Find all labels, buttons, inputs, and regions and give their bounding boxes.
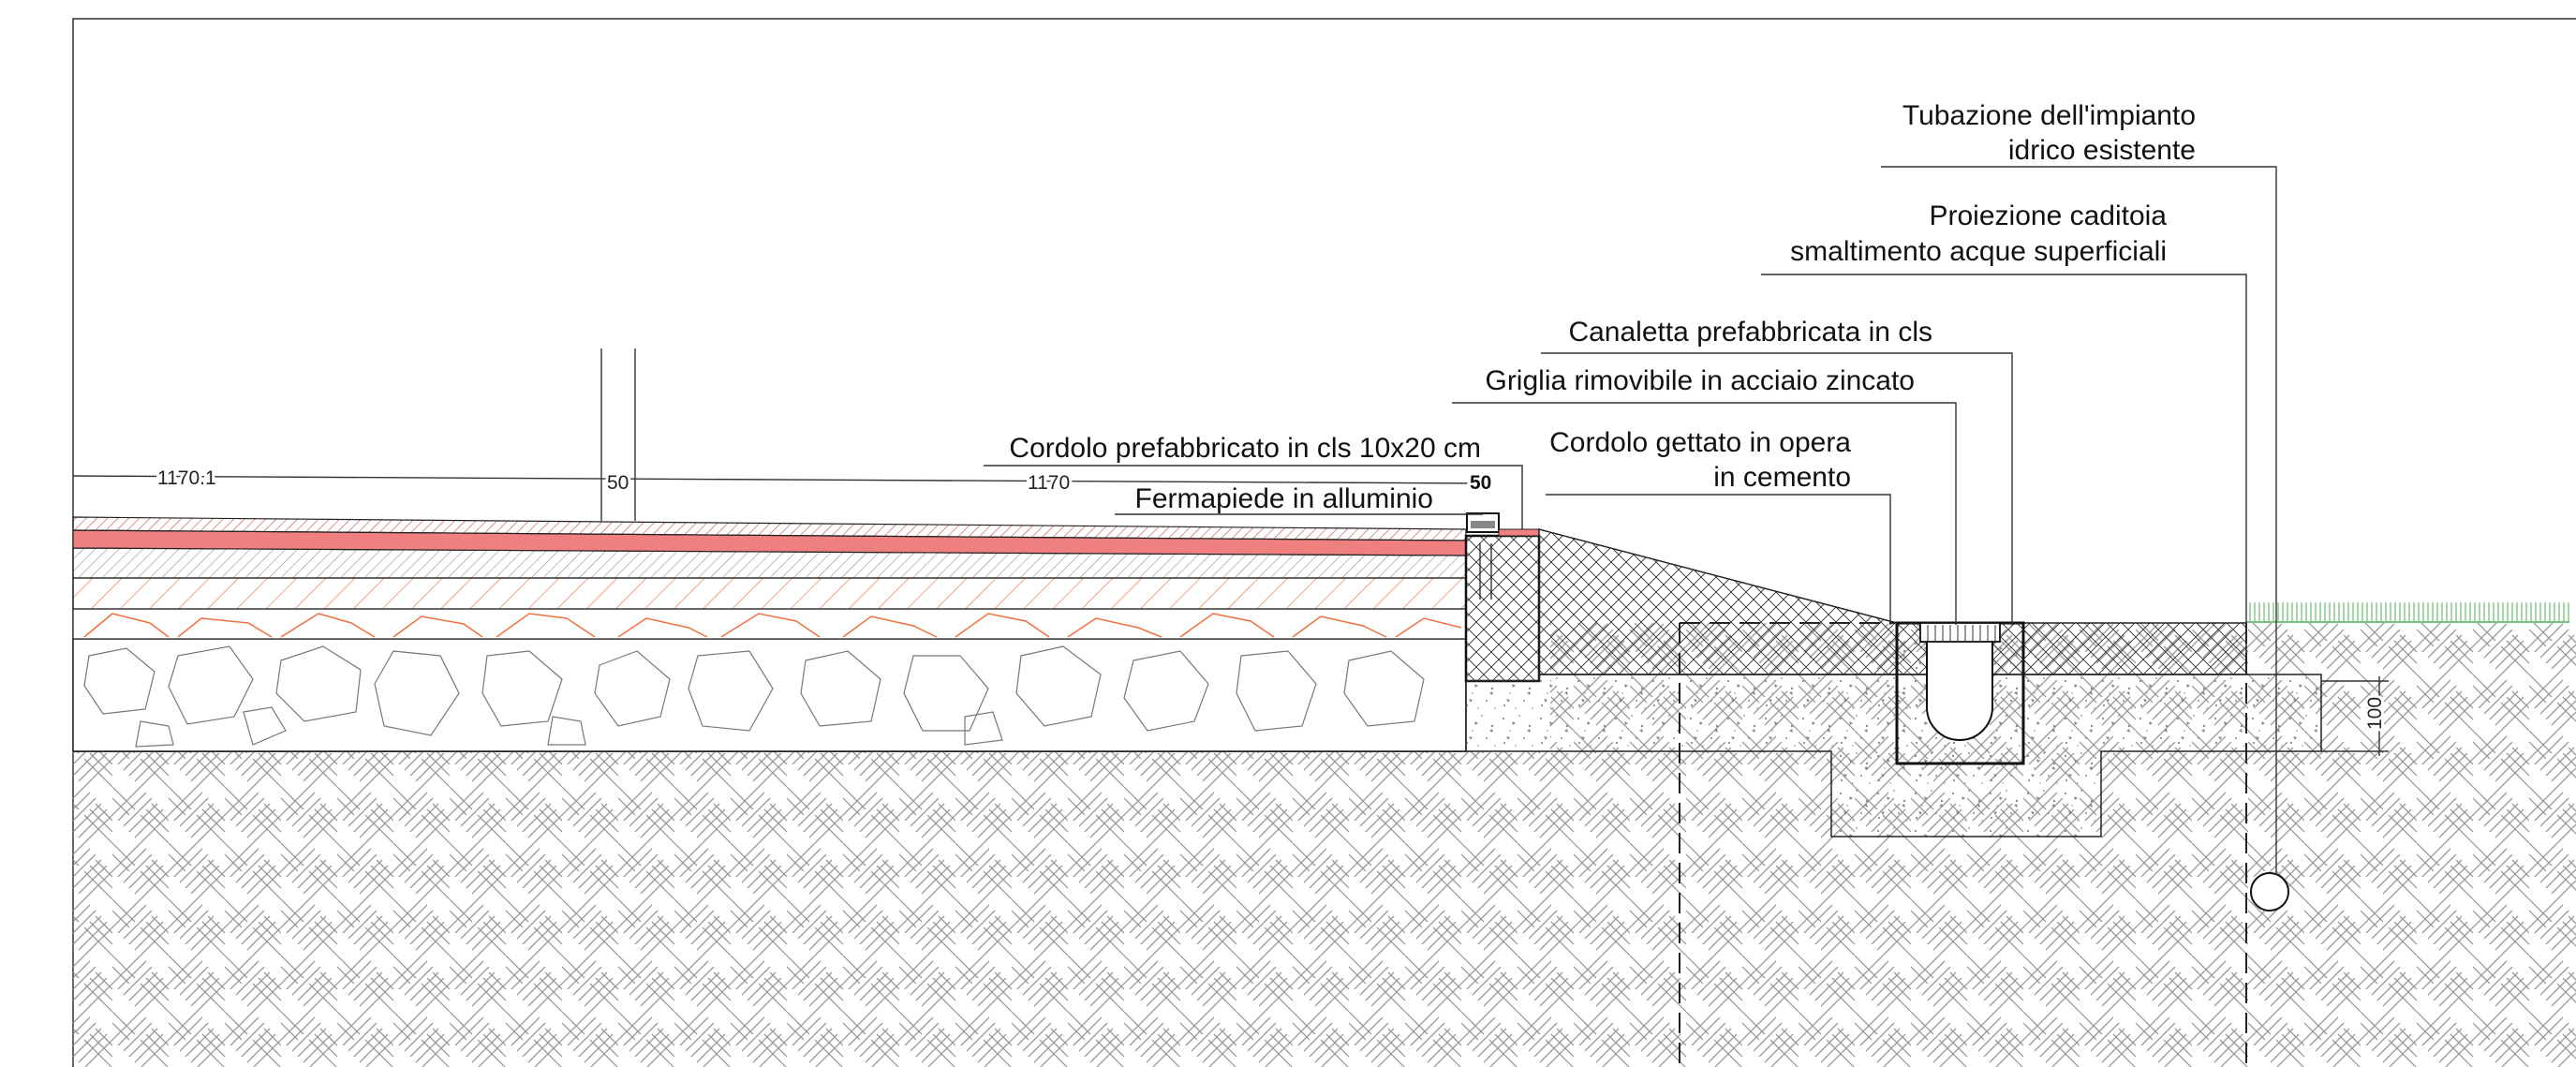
dim-100: 100 bbox=[2364, 697, 2386, 730]
label-proiezione-line2: smaltimento acque superficiali bbox=[1790, 236, 2167, 267]
stone-aggregate bbox=[83, 645, 1425, 748]
dimension-lines bbox=[72, 348, 2389, 756]
leader-lines bbox=[984, 166, 2277, 873]
label-cordolo-prefab: Cordolo prefabbricato in cls 10x20 cm bbox=[1009, 433, 1481, 464]
subbase-hatched bbox=[72, 577, 1467, 610]
prefab-kerb bbox=[1464, 534, 1541, 683]
label-cordolo-gettato-line2: in cemento bbox=[1713, 462, 1851, 493]
label-fermapiede: Fermapiede in alluminio bbox=[1135, 483, 1434, 514]
dim-1170-1: 1170.1 bbox=[157, 467, 216, 489]
label-griglia: Griglia rimovibile in acciaio zincato bbox=[1485, 365, 1915, 396]
subbase-aggregate bbox=[83, 613, 1462, 638]
kerb-red-cap bbox=[1498, 528, 1540, 537]
label-canaletta: Canaletta prefabbricata in cls bbox=[1568, 317, 1932, 348]
dim-1170: 1170 bbox=[1028, 472, 1070, 494]
label-tubazione-line2: idrico esistente bbox=[2008, 135, 2196, 166]
poured-kerb-right bbox=[2022, 622, 2247, 675]
subbase-layer bbox=[72, 608, 1467, 640]
subgrade-soil bbox=[73, 751, 2576, 1067]
dim-50-a: 50 bbox=[607, 472, 629, 494]
grass-strip bbox=[2246, 602, 2569, 621]
label-tubazione-line1: Tubazione dell'impianto bbox=[1902, 100, 2196, 131]
channel-cavity bbox=[1926, 637, 1993, 741]
dim-50-b: 50 bbox=[1470, 472, 1491, 494]
label-proiezione-line1: Proiezione caditoia bbox=[1930, 200, 2168, 231]
label-cordolo-gettato-line1: Cordolo gettato in opera bbox=[1549, 427, 1851, 458]
water-pipe bbox=[2250, 872, 2289, 911]
